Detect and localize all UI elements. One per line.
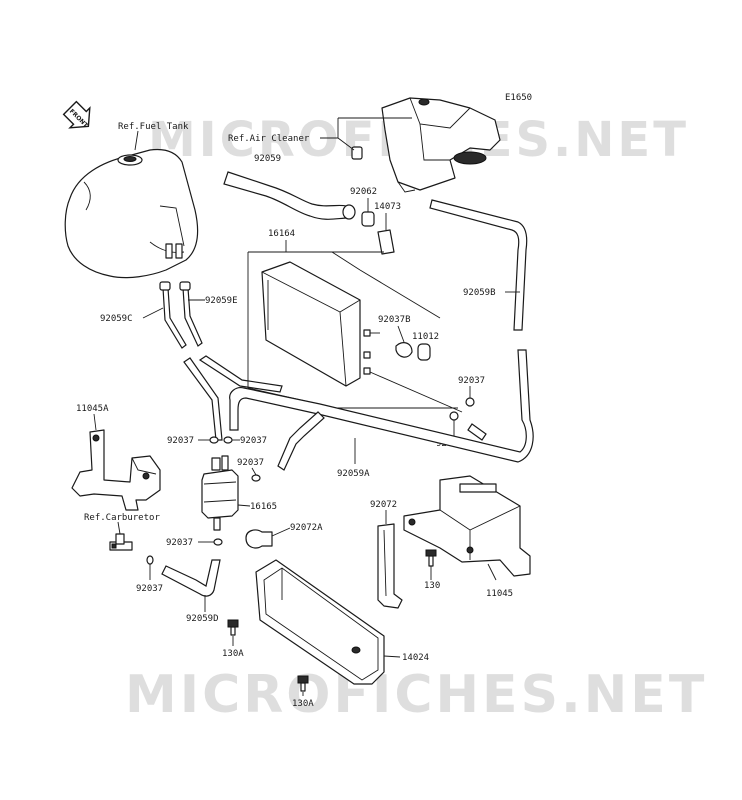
label-16165: 16165 (250, 502, 277, 512)
label-11045: 11045 (486, 589, 513, 599)
part-14073 (377, 229, 395, 255)
label-92072a: 92072A (290, 523, 323, 533)
ref-carburetor-label: Ref.Carburetor (84, 513, 160, 523)
tee-joint (109, 533, 133, 551)
clamp-92072a (245, 529, 273, 549)
bracket-11045 (403, 475, 531, 577)
label-92059e: 92059E (205, 296, 238, 306)
ref-air-cleaner-label: Ref.Air Cleaner (228, 134, 310, 144)
label-92062: 92062 (350, 187, 377, 197)
label-92037-l2: 92037 (240, 436, 267, 446)
hose-92059a (229, 349, 534, 463)
label-92037-l5: 92037 (136, 584, 163, 594)
label-92037-right: 92037 (458, 376, 485, 386)
label-92037-l3: 92037 (237, 458, 264, 468)
part-92062 (361, 211, 375, 227)
strap-92072 (377, 523, 403, 609)
label-92059c: 92059C (100, 314, 133, 324)
watermark-bottom: MICROFICHES.NET (125, 665, 707, 725)
label-130: 130 (424, 581, 440, 591)
label-92059d: 92059D (186, 614, 219, 624)
air-cleaner (351, 97, 501, 193)
bolt-130a-1 (227, 619, 239, 636)
label-11045a: 11045A (76, 404, 109, 414)
label-92037-l1: 92037 (167, 436, 194, 446)
hose-92059e (182, 287, 203, 347)
label-130a-1: 130A (222, 649, 244, 659)
label-14073: 14073 (374, 202, 401, 212)
bolt-130 (425, 549, 437, 567)
label-16164: 16164 (268, 229, 295, 239)
front-arrow-icon: FRONT (62, 100, 91, 130)
hose-92059d (161, 559, 221, 597)
charcoal-canister (261, 261, 463, 413)
fuel-filter-16165 (201, 455, 239, 531)
label-92037-l4: 92037 (166, 538, 193, 548)
ref-fuel-tank-label: Ref.Fuel Tank (118, 122, 189, 132)
label-92059a: 92059A (337, 469, 370, 479)
cover-14024 (255, 559, 385, 685)
bracket-11045a (71, 429, 161, 511)
hose-92059 (223, 171, 349, 220)
diagram-code: E1650 (505, 93, 532, 103)
label-11012: 11012 (412, 332, 439, 342)
cap-11012 (417, 343, 431, 361)
label-92059b: 92059B (463, 288, 496, 298)
label-130a-2: 130A (292, 699, 314, 709)
label-92037b: 92037B (378, 315, 411, 325)
clip-92037b (395, 342, 413, 358)
fuel-tank (64, 148, 199, 279)
hose-92059b (429, 199, 528, 331)
hose-92059c (162, 287, 187, 349)
bolt-130a-2 (297, 675, 309, 692)
label-14024: 14024 (402, 653, 429, 663)
label-92072: 92072 (370, 500, 397, 510)
label-92059: 92059 (254, 154, 281, 164)
